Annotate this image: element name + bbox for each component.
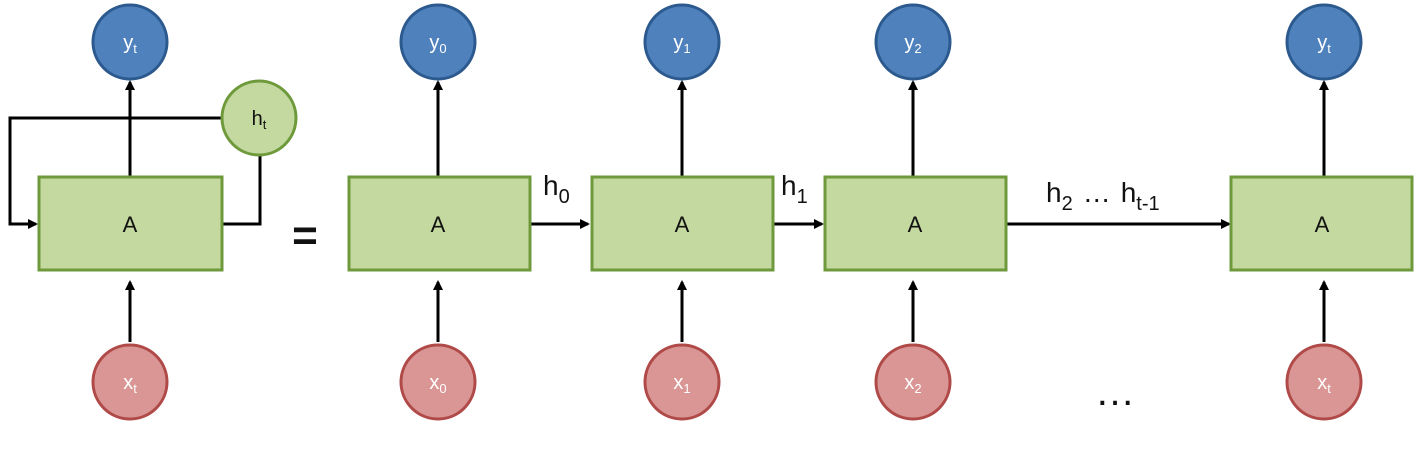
unrolled-step-t: A yt xt <box>1229 3 1414 421</box>
folded-hidden-label: ht <box>252 108 267 132</box>
unrolled-chain: h0 h1 h2…ht-1 A y0 x0 A y1 x1 <box>347 3 1414 421</box>
step-2-output-label: y2 <box>904 32 921 56</box>
step-1-cell-box <box>590 175 775 272</box>
step-1-input-node <box>643 343 721 421</box>
bottom-ellipsis: … <box>1095 370 1139 414</box>
folded-cell-label: A <box>123 212 138 237</box>
step-2-output-node <box>874 3 952 81</box>
folded-hidden-out-edge <box>223 152 262 226</box>
step-2-input-label: x2 <box>904 372 921 396</box>
step-0-cell-box <box>347 175 532 272</box>
step-1-input-label: x1 <box>673 372 690 396</box>
step-1-output-node <box>643 3 721 81</box>
step-1-output-label: y1 <box>673 32 690 56</box>
folded-output-node <box>91 3 169 81</box>
step-0-input-node <box>399 343 477 421</box>
step-t-cell-label: A <box>1315 212 1330 237</box>
step-t-output-label: yt <box>1317 32 1331 56</box>
step-2-input-node <box>874 343 952 421</box>
folded-rnn: A yt xt ht <box>8 3 298 421</box>
step-2-cell-box <box>823 175 1008 272</box>
unrolled-step-1: A y1 x1 <box>590 3 775 421</box>
edge-label-h1: h1 <box>781 170 808 208</box>
unrolled-step-2: A y2 x2 <box>823 3 1008 421</box>
edge-label-h0: h0 <box>543 170 570 208</box>
equals-sign: = <box>292 211 318 260</box>
folded-cell-box <box>37 175 224 272</box>
unrolled-step-0: A y0 x0 <box>347 3 532 421</box>
folded-input-node <box>91 343 169 421</box>
step-1-cell-label: A <box>675 212 690 237</box>
folded-recurrent-loop-edge <box>8 116 221 229</box>
folded-output-label: yt <box>123 32 137 56</box>
folded-input-label: xt <box>123 372 137 396</box>
step-t-input-label: xt <box>1317 372 1331 396</box>
step-0-cell-label: A <box>431 212 446 237</box>
step-t-input-node <box>1285 343 1363 421</box>
step-0-input-label: x0 <box>429 372 446 396</box>
edge-label-h2-ht1: h2…ht-1 <box>1046 177 1160 215</box>
step-t-cell-box <box>1229 175 1414 272</box>
step-t-output-node <box>1285 3 1363 81</box>
folded-hidden-node <box>220 79 298 157</box>
step-2-cell-label: A <box>908 212 923 237</box>
step-0-output-label: y0 <box>429 32 446 56</box>
step-0-output-node <box>399 3 477 81</box>
